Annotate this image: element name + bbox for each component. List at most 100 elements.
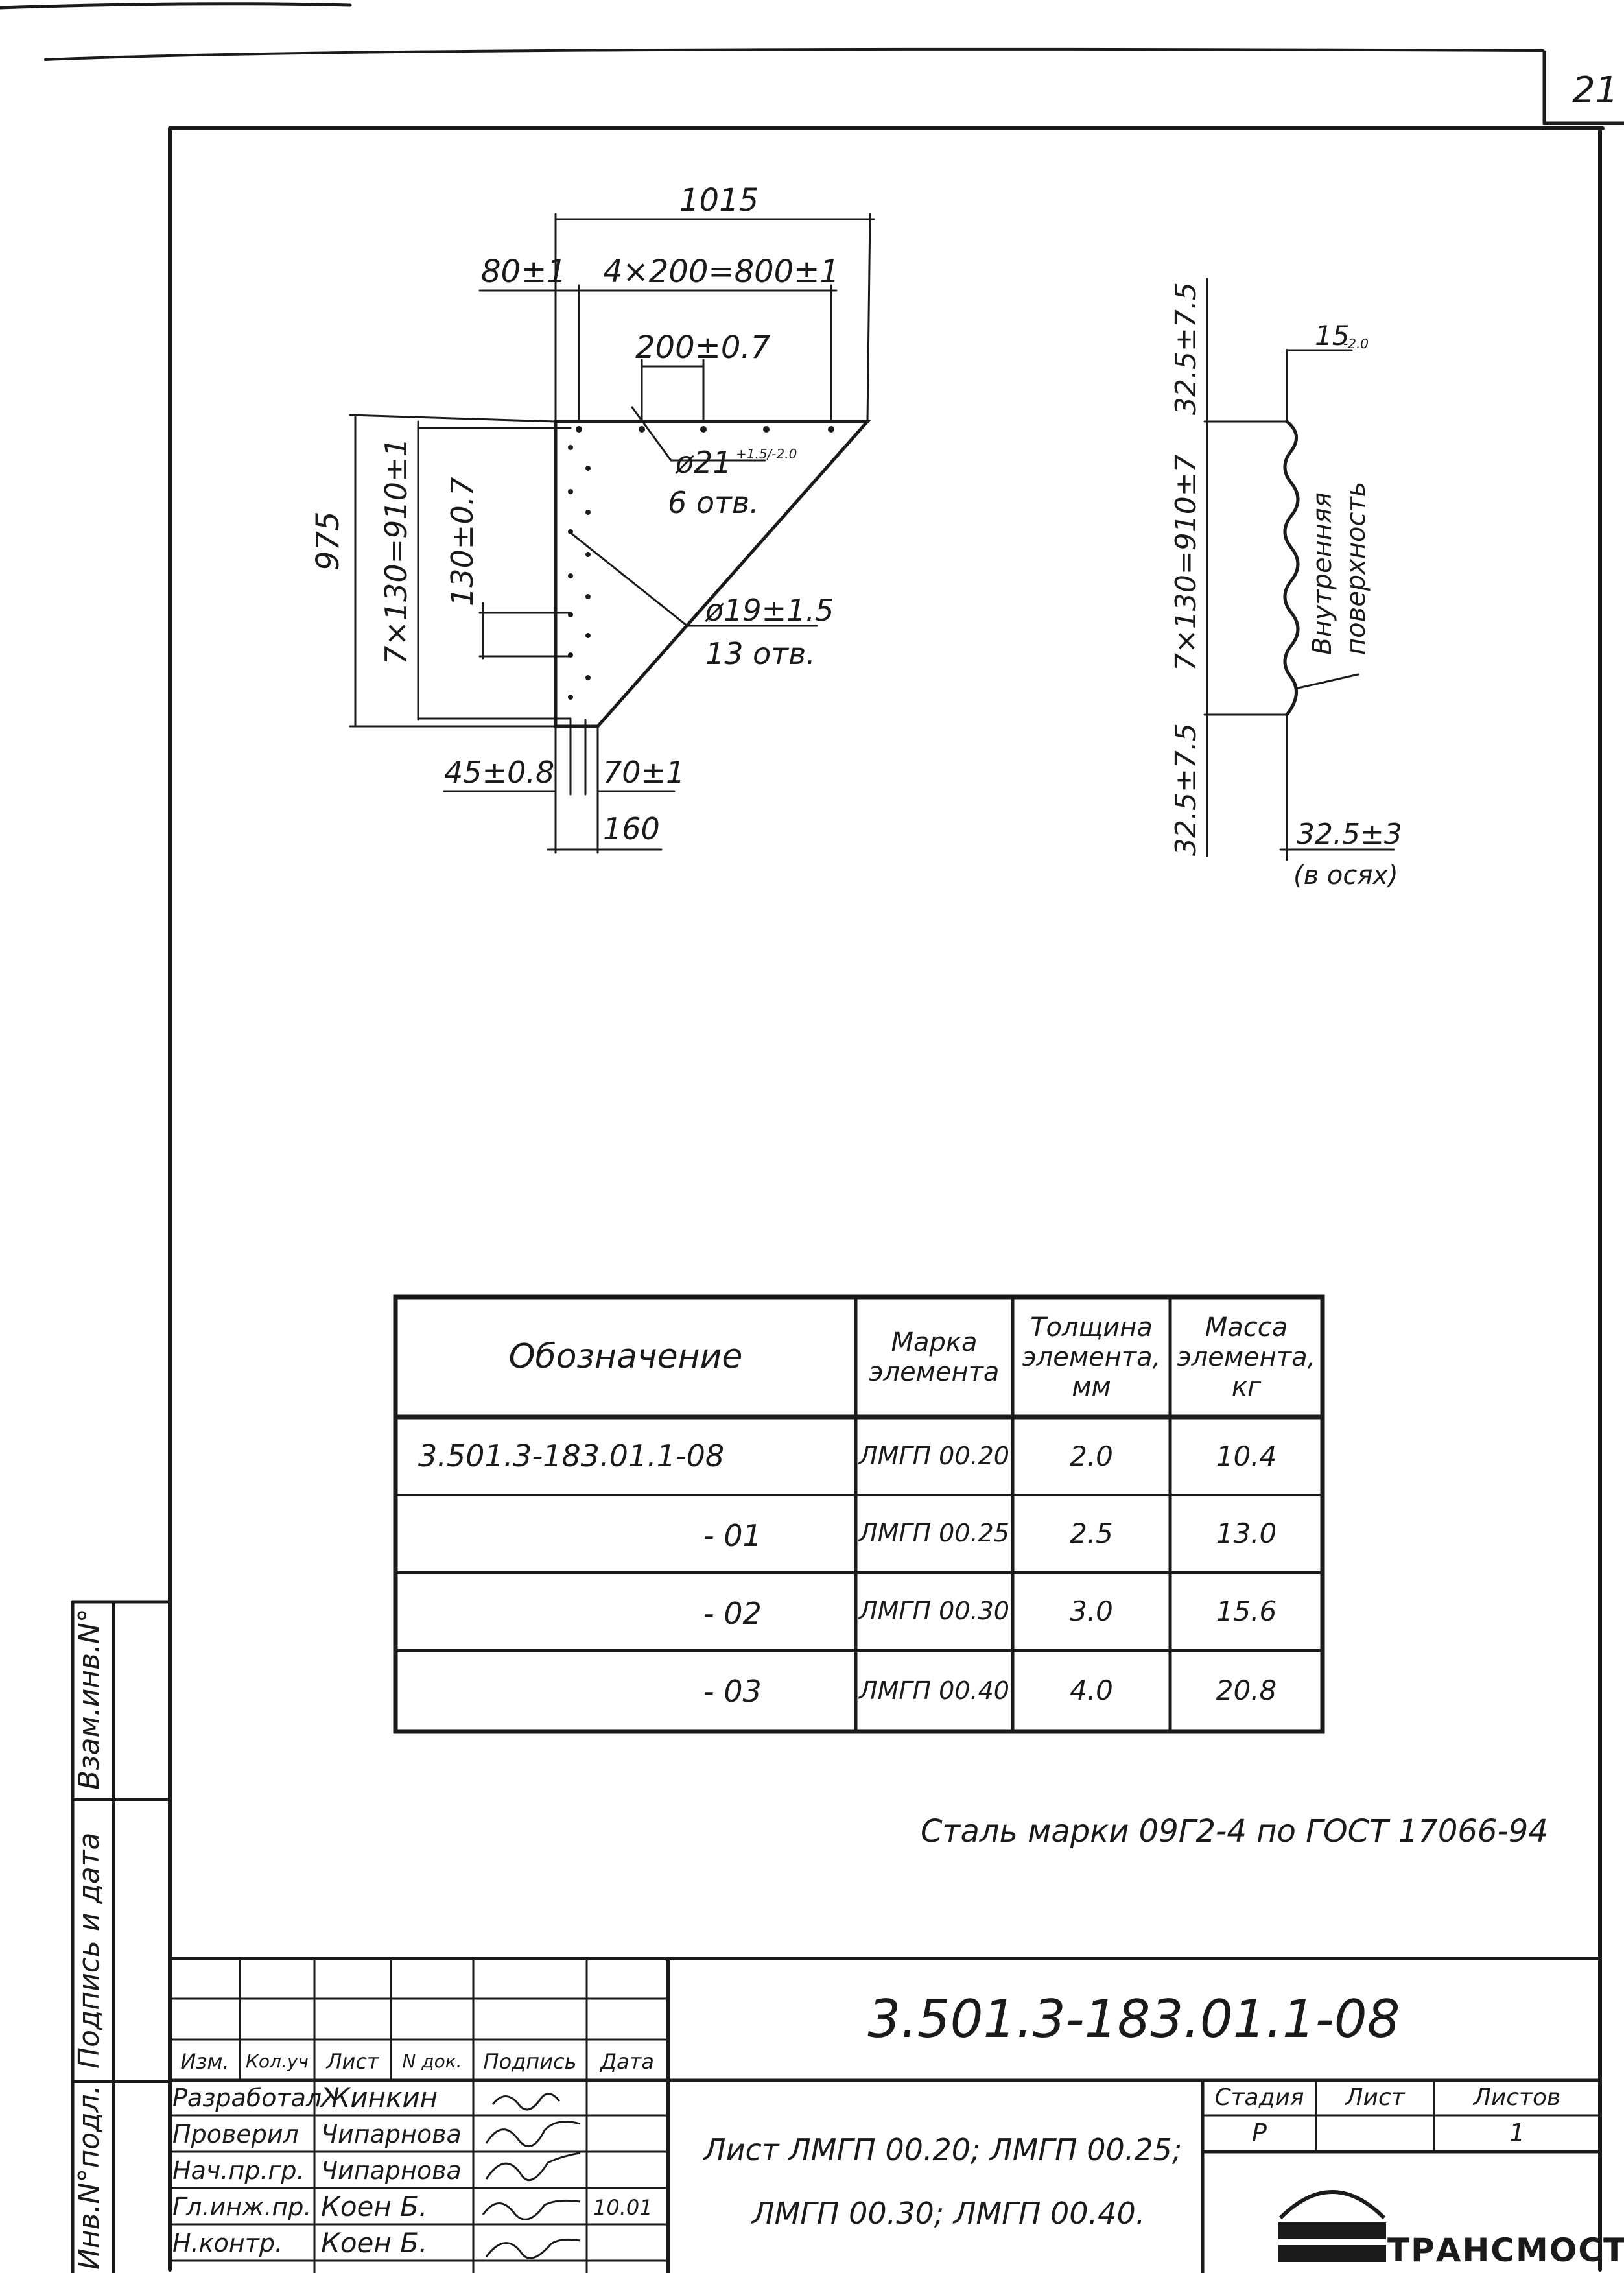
signature-1	[491, 2093, 561, 2111]
sheet-number: 21	[1572, 69, 1619, 112]
dim-axes-note: (в осях)	[1293, 861, 1398, 890]
plate-holes	[568, 426, 834, 700]
dim-1015: 1015	[679, 182, 759, 219]
spec-header-mark-1: Марка	[891, 1327, 978, 1357]
dim-975: 975	[310, 511, 346, 571]
spec-row-3-designation: - 03	[703, 1674, 762, 1709]
spec-row-1-designation: - 01	[703, 1518, 762, 1553]
top-border-line	[44, 47, 1544, 61]
tb-col-izm: Изм.	[180, 2049, 229, 2074]
side-stamp-sign-date: Подпись и дата	[73, 1832, 106, 2069]
spec-row-2-mark: ЛМГП 00.30	[859, 1597, 1009, 1626]
dim-200: 200±0.7	[635, 329, 771, 366]
tb-name-2: Чипарнова	[321, 2156, 462, 2185]
spec-row-0-designation: 3.501.3-183.01.1-08	[418, 1438, 725, 1473]
leader-hole-a	[631, 406, 672, 462]
tb-sheets-label: Листов	[1473, 2084, 1561, 2112]
dim-right-span: 7×130=910±7	[1170, 454, 1203, 671]
hole-a-dia: ø21	[676, 445, 732, 480]
spec-header-mass: Масса элемента, кг	[1171, 1298, 1321, 1416]
side-stamp-inv-orig: Инв.N°подл.	[73, 2085, 106, 2270]
dim-thickness-tol: -2.0	[1343, 336, 1369, 351]
spec-header-designation: Обозначение	[508, 1337, 743, 1376]
hole-a-tol: +1.5/-2.0	[736, 446, 797, 462]
dim-80: 80±1	[481, 254, 567, 290]
tb-name-1: Чипарнова	[321, 2120, 462, 2148]
spec-row-0-mass: 10.4	[1216, 1440, 1277, 1472]
tb-sheet-label: Лист	[1345, 2084, 1405, 2112]
spec-header-thickness: Толщина элемента, мм	[1014, 1298, 1169, 1416]
dim-800: 4×200=800±1	[603, 254, 840, 290]
tb-col-kol: Кол.уч	[246, 2050, 309, 2072]
corrugated-profile	[1283, 420, 1300, 717]
signature-3	[485, 2152, 581, 2182]
spec-row-2-designation: - 02	[703, 1596, 762, 1631]
dim-45: 45±0.8	[444, 755, 555, 790]
label-inner-surface-1: Внутренняя	[1308, 492, 1337, 655]
spec-row-2-mass: 15.6	[1216, 1595, 1277, 1627]
tb-sheet-value	[1317, 2117, 1433, 2150]
scan-edge-top	[0, 2, 352, 10]
spec-row-2-thickness: 3.0	[1070, 1595, 1113, 1627]
leader-hole-b	[568, 530, 688, 627]
logo-arc	[1278, 2190, 1386, 2220]
dim-130: 130±0.7	[445, 477, 480, 607]
dim-160: 160	[603, 811, 660, 846]
dim-axes: 32.5±3	[1297, 818, 1402, 851]
tb-stage-label: Стадия	[1214, 2084, 1304, 2112]
spec-row-3-thickness: 4.0	[1070, 1674, 1113, 1707]
tb-role-4: Н.контр.	[172, 2229, 283, 2257]
tb-date-3: 10.01	[593, 2195, 653, 2220]
tb-title-line-1: Лист ЛМГП 00.20; ЛМГП 00.25;	[703, 2132, 1183, 2167]
spec-header-mass-1: Масса	[1205, 1312, 1288, 1342]
tb-title-line-2: ЛМГП 00.30; ЛМГП 00.40.	[752, 2196, 1146, 2231]
signature-4	[482, 2199, 581, 2220]
spec-row-3-mass: 20.8	[1216, 1674, 1277, 1707]
label-inner-surface-2: поверхность	[1341, 481, 1371, 655]
signature-5	[485, 2238, 581, 2259]
spec-header-mass-2: элемента,	[1177, 1342, 1316, 1372]
tb-name-3: Коен Б.	[321, 2191, 428, 2222]
tb-role-1: Проверил	[172, 2120, 299, 2148]
spec-row-1-thickness: 2.5	[1070, 1517, 1113, 1549]
spec-header-thick-1: Толщина	[1030, 1312, 1153, 1342]
org-logo	[1278, 2190, 1386, 2262]
org-logo-text: ТРАНСМОСТ	[1387, 2231, 1624, 2269]
dim-thickness: 15	[1315, 320, 1350, 351]
tb-role-2: Нач.пр.гр.	[172, 2156, 305, 2185]
tb-sheets-value: 1	[1509, 2119, 1525, 2148]
hole-b-count: 13 отв.	[705, 636, 816, 671]
spec-table-border	[393, 1294, 1325, 1734]
tb-name-0: Жинкин	[321, 2082, 438, 2113]
tb-col-data: Дата	[600, 2049, 654, 2074]
spec-header-thick-3: мм	[1072, 1372, 1111, 1402]
leader-inner-surface	[1294, 673, 1359, 690]
spec-row-1-mass: 13.0	[1216, 1517, 1277, 1549]
spec-header-mark-2: элемента	[869, 1357, 1000, 1387]
dim-right-bottom: 32.5±7.5	[1170, 723, 1203, 856]
tb-stage-value: Р	[1252, 2119, 1267, 2148]
side-stamp-swap-inv: Взам.инв.N°	[73, 1608, 106, 1790]
ext-line-right	[866, 213, 871, 423]
dim-70: 70±1	[603, 755, 685, 790]
tb-name-4: Коен Б.	[321, 2227, 428, 2259]
steel-note: Сталь марки 09Г2-4 по ГОСТ 17066-94	[921, 1813, 1548, 1850]
tb-col-ndok: N док.	[402, 2050, 462, 2072]
tb-role-3: Гл.инж.пр.	[172, 2193, 312, 2221]
spec-header-mark: Марка элемента	[857, 1298, 1011, 1416]
dim-right-top: 32.5±7.5	[1170, 282, 1203, 415]
dim-910: 7×130=910±1	[379, 438, 414, 665]
signature-2	[485, 2121, 581, 2147]
tb-col-podpis: Подпись	[483, 2049, 577, 2074]
spec-row-0-mark: ЛМГП 00.20	[859, 1442, 1009, 1471]
spec-header-thick-2: элемента,	[1022, 1342, 1161, 1372]
hole-a-count: 6 отв.	[668, 485, 759, 520]
ext-line-975-top	[349, 414, 557, 423]
hole-b-dia: ø19±1.5	[705, 593, 834, 628]
tb-role-0: Разработал	[172, 2084, 322, 2112]
spec-row-3-mark: ЛМГП 00.40	[859, 1676, 1009, 1705]
spec-header-mass-3: кг	[1231, 1372, 1262, 1402]
spec-row-1-mark: ЛМГП 00.25	[859, 1519, 1009, 1548]
spec-row-0-thickness: 2.0	[1070, 1440, 1113, 1472]
